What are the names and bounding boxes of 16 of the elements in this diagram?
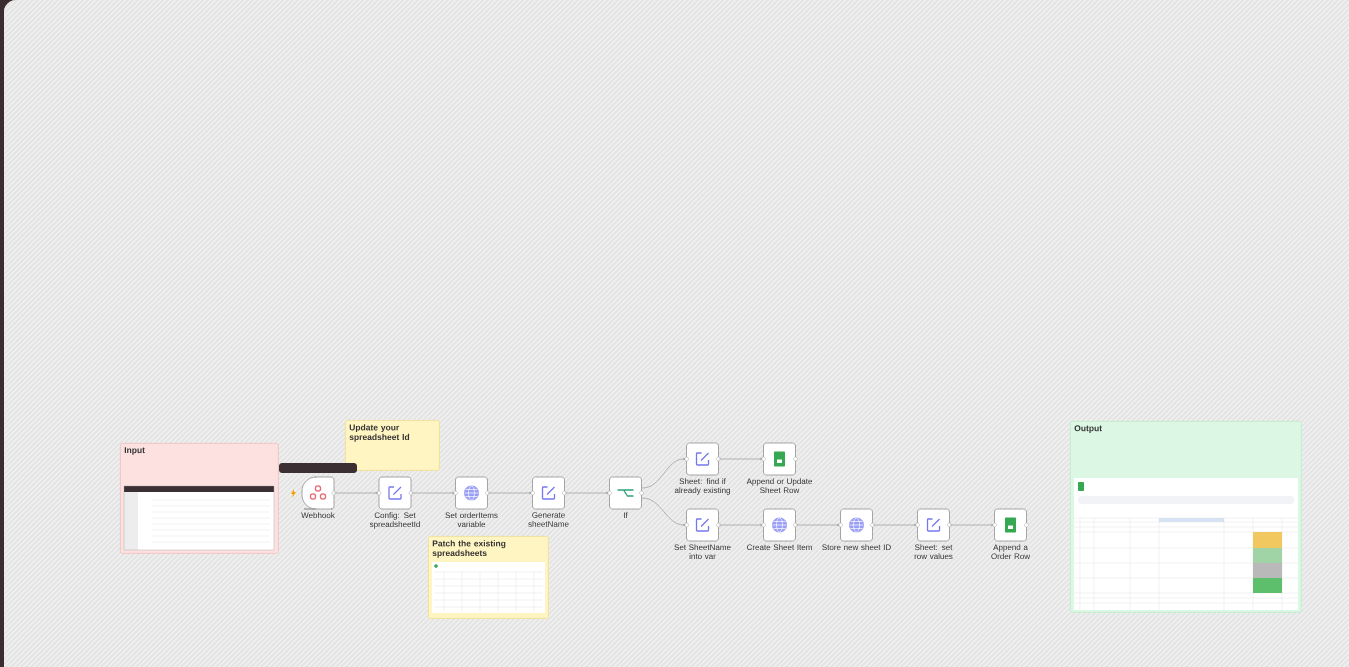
node-label: If: [624, 512, 628, 518]
node-label: Set SheetName into var: [674, 544, 731, 560]
node-label: Sheet: set row values: [914, 544, 953, 560]
note-title: Output: [1074, 425, 1102, 433]
note-title: Input: [124, 447, 145, 455]
node-label: Set orderItems variable: [445, 512, 498, 528]
node-label: Create Sheet Item: [747, 544, 812, 551]
node-label: Append or Update Sheet Row: [746, 478, 813, 494]
node-label: Generate sheetName: [528, 512, 569, 527]
node-label: Webhook: [301, 512, 335, 519]
note-title: Update your spreadsheet Id: [349, 424, 410, 442]
node-label: Append a Order Row: [991, 544, 1031, 560]
note-title: Patch the existing spreadsheets: [432, 540, 506, 558]
node-label: Sheet: find if already existing: [674, 478, 730, 495]
node-label: Store new sheet ID: [822, 544, 891, 551]
node-label: Config: Set spreadsheetId: [369, 512, 420, 529]
